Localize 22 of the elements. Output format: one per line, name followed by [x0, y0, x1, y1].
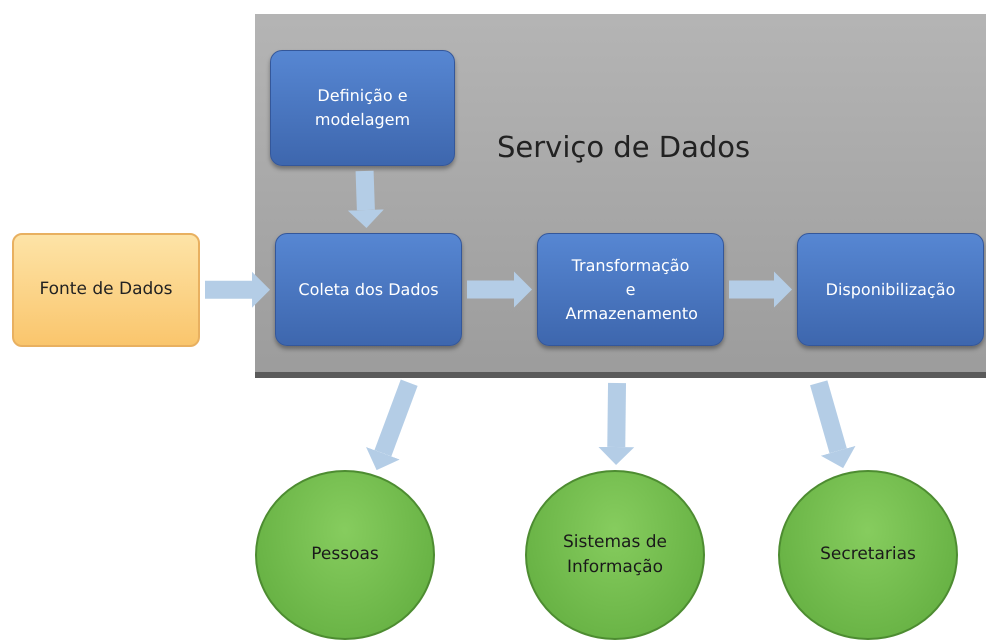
process-box	[275, 233, 462, 346]
node-label: Coleta dos Dados	[298, 278, 439, 300]
block-arrow	[348, 170, 384, 228]
node-label: Fonte de Dados	[39, 278, 173, 302]
block-arrow	[729, 272, 792, 308]
process-box	[270, 50, 455, 166]
node-label: Sistemas de Informação	[562, 530, 668, 579]
block-arrow	[467, 272, 532, 308]
process-box	[537, 233, 724, 346]
block-arrow	[598, 382, 634, 465]
process-box	[797, 233, 984, 346]
panel-heading: Serviço de Dados	[497, 130, 750, 164]
block-arrow	[205, 272, 270, 308]
node-label: Pessoas	[311, 543, 379, 566]
node-label: Secretarias	[820, 543, 916, 566]
service-panel	[255, 14, 986, 378]
block-arrow	[366, 380, 418, 470]
block-arrow	[810, 380, 856, 468]
node-label: Disponibilização	[826, 278, 956, 300]
node-label: Definição e modelagem	[314, 85, 412, 131]
node-label: Transformação e Armazenamento	[566, 254, 696, 324]
source-box	[12, 233, 200, 347]
